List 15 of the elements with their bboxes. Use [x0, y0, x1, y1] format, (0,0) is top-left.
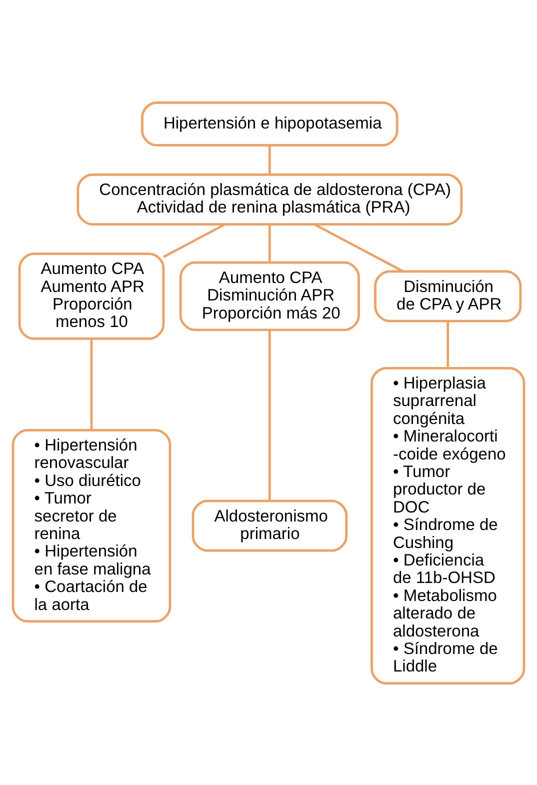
connector	[268, 224, 271, 262]
node-box: • Hiperplasia suprarrenal congénita • Mineralocorti-coide exógeno • Tumor productor de DOC • Síndrome de Cushing • Deficiencia de 11b-OHSD • Metabolismo alterado de aldosterona • Síndrome de Liddle	[370, 366, 526, 684]
connector	[446, 320, 450, 368]
node-box: Hipertensión e hipopotasemia	[141, 101, 398, 146]
node-box: Aumento CPA Aumento APR Proporción menos 10	[18, 252, 165, 340]
connector	[90, 338, 93, 430]
node-box: Disminución de CPA y APR	[374, 270, 522, 322]
connector	[268, 145, 271, 174]
node-box: • Hipertensión renovascular • Uso diurético • Tumor secretor de renina • Hipertensión en fase maligna • Coartación de la aorta	[12, 428, 172, 622]
node-box: Aldosteronismo primario	[192, 499, 348, 552]
connector	[314, 222, 404, 272]
node-box: Aumento CPA Disminución APR Proporción más 20	[179, 260, 360, 331]
connector	[268, 329, 271, 500]
node-box: Concentración plasmática de aldosterona (CPA) Actividad de renina plasmática (PRA)	[76, 173, 463, 225]
connector	[162, 222, 226, 258]
